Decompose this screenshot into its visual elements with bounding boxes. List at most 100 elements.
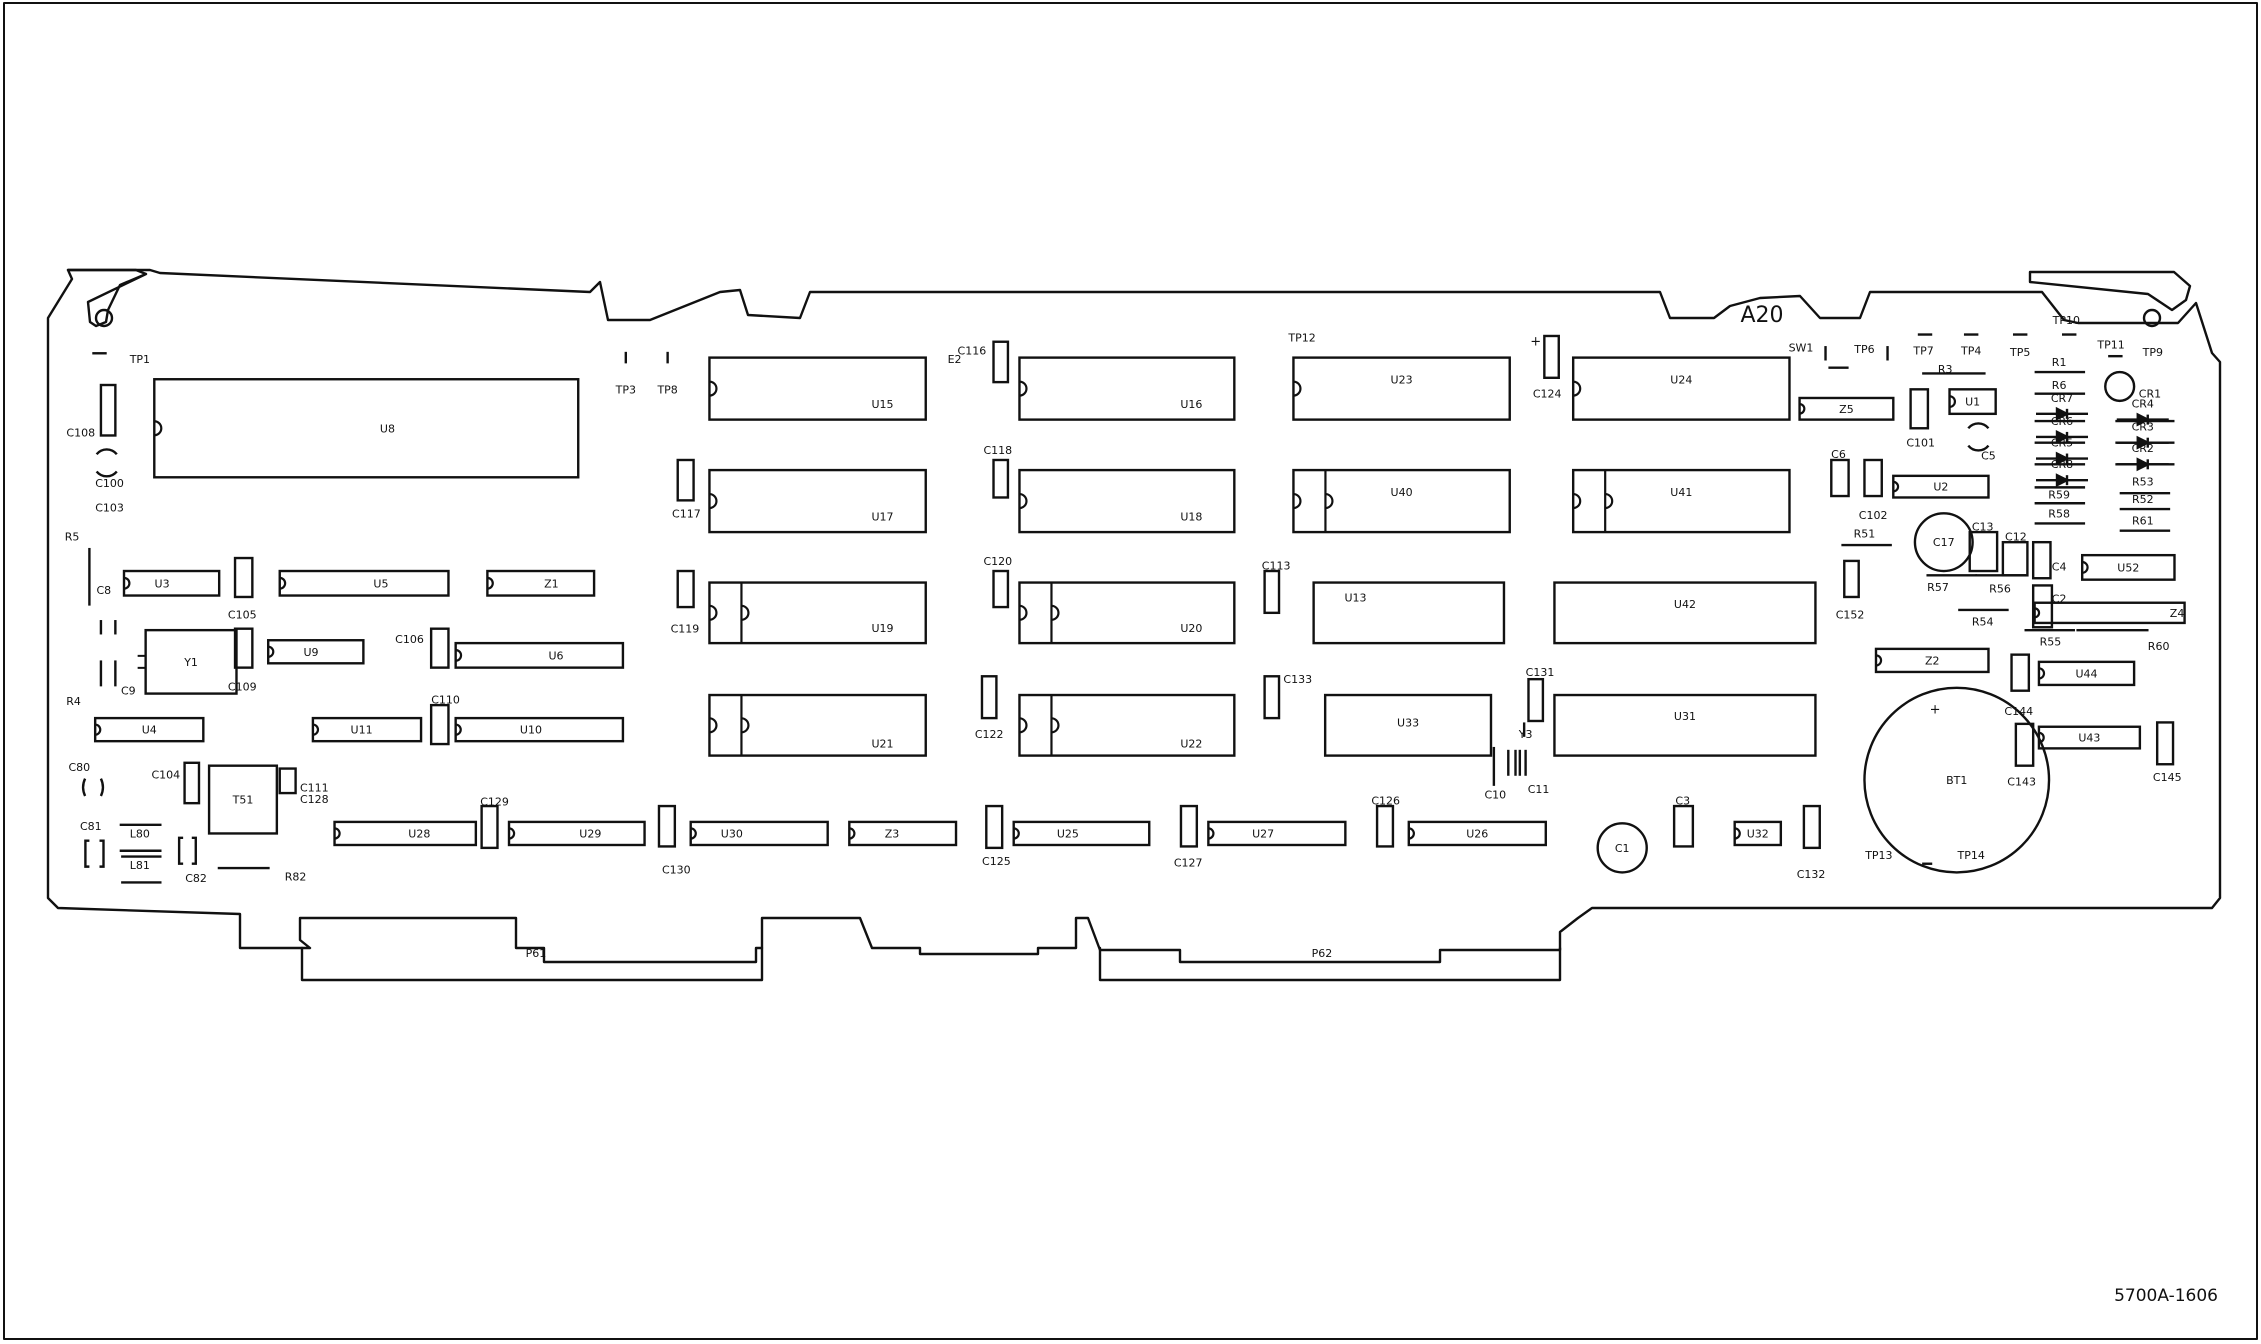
capacitor-c126 [1375, 804, 1395, 848]
z1-pin1-notch [487, 576, 494, 590]
c1-label: C1 [1615, 842, 1630, 855]
cap-arc-top-1 [95, 448, 118, 456]
capacitor-c129-label: C129 [480, 796, 509, 809]
diode-cr6-label: CR6 [2051, 415, 2073, 428]
capacitor-c108-label: C108 [66, 427, 95, 440]
label-y3: Y3 [1518, 728, 1533, 741]
left-mount-hole [94, 308, 114, 328]
u2-pin1-notch [1893, 480, 1900, 493]
capacitor-c101 [1909, 388, 1930, 430]
capacitor-c13-label: C13 [1972, 520, 1994, 533]
u20-pin1-notch [1019, 604, 1028, 621]
label-r58: R58 [2048, 507, 2070, 520]
label-c103: C103 [95, 502, 124, 515]
cr7-anode [2055, 406, 2070, 421]
label-r6: R6 [2052, 379, 2067, 392]
u10-label: U10 [520, 724, 542, 737]
polarity-mark-1: + [1930, 702, 1941, 717]
label-r54: R54 [1972, 615, 1994, 628]
u44-label: U44 [2075, 667, 2097, 680]
c17-body [1913, 512, 1974, 573]
u41-inner-notch [1605, 492, 1614, 510]
label-c8: C8 [96, 584, 111, 597]
capacitor-c127 [1179, 804, 1199, 848]
u17-body [708, 468, 927, 534]
u26-body [1407, 820, 1547, 847]
capacitor-c109 [233, 627, 254, 669]
label-tp12: TP12 [1287, 331, 1315, 344]
u26-label: U26 [1466, 827, 1488, 840]
u19-body [708, 581, 927, 645]
u23-label: U23 [1391, 373, 1413, 386]
u15-label: U15 [871, 398, 893, 411]
z3-label: Z3 [885, 827, 900, 840]
capacitor-c133-label: C133 [1283, 673, 1312, 686]
component-t51: T51 [207, 764, 279, 835]
bt1-label: BT1 [1946, 774, 1967, 787]
u30-body [689, 820, 829, 847]
u22-pin1-notch [1019, 717, 1028, 734]
z1-body [486, 569, 596, 597]
component-u2: U2 [1892, 474, 1990, 499]
component-u9: U9 [267, 639, 365, 665]
component-u22: U22 [1018, 693, 1236, 757]
label-c10: C10 [1484, 789, 1506, 802]
capacitor-c113-label: C113 [1262, 559, 1291, 572]
component-u3: U3 [122, 569, 221, 597]
component-z4: Z4 [2033, 601, 2186, 625]
label-r59: R59 [2048, 489, 2070, 502]
u52-body [2080, 553, 2176, 581]
u42-body [1553, 581, 1817, 645]
u8-label: U8 [380, 422, 395, 435]
u28-label: U28 [408, 827, 430, 840]
diode-cr2-label: CR2 [2132, 442, 2154, 455]
u32-label: U32 [1747, 827, 1769, 840]
capacitor-c106 [429, 627, 450, 669]
diode-cr6 [2036, 429, 2089, 444]
capacitor-c110-label: C110 [431, 693, 460, 706]
label-tp5: TP5 [2009, 346, 2030, 359]
u52-label: U52 [2117, 561, 2139, 574]
capacitor-c110 [429, 703, 450, 746]
u25-label: U25 [1057, 827, 1079, 840]
label-tp6: TP6 [1853, 343, 1874, 356]
capacitor-c104 [183, 761, 201, 805]
cap-arc-bottom-1 [95, 470, 118, 478]
u2-label: U2 [1933, 481, 1948, 494]
capacitor-c2 [2031, 584, 2054, 629]
component-z5: Z5 [1798, 396, 1895, 421]
capacitor-c144-label: C144 [2004, 705, 2033, 718]
component-u26: U26 [1407, 820, 1547, 847]
z2-pin1-notch [1875, 654, 1883, 667]
component-u1: U1 [1948, 388, 1997, 416]
component-u28: U28 [333, 820, 478, 847]
diode-cr4-label: CR4 [2132, 398, 2154, 411]
component-c1: C1 [1596, 822, 1648, 874]
u29-label: U29 [579, 827, 601, 840]
component-u31: U31 [1553, 693, 1817, 757]
u28-body [333, 820, 478, 847]
u11-pin1-notch [312, 723, 320, 736]
capacitor-c124 [1543, 334, 1560, 379]
diode-cr5 [2036, 451, 2089, 466]
label-c9: C9 [121, 685, 136, 698]
capacitor-c118-label: C118 [983, 444, 1012, 457]
capacitor-c119-label: C119 [671, 623, 700, 636]
capacitor-c131-label: C131 [1526, 666, 1555, 679]
component-c17: C17 [1913, 512, 1974, 573]
component-u43: U43 [2037, 725, 2142, 750]
component-bt1: BT1 [1863, 686, 2051, 874]
label-tp11: TP11 [2096, 339, 2124, 352]
diode-cr3-label: CR3 [2132, 421, 2154, 434]
u21-inner-notch [741, 717, 750, 734]
u31-label: U31 [1674, 710, 1696, 723]
component-u6: U6 [454, 641, 625, 669]
u20-inner-notch [1051, 604, 1060, 621]
z3-pin1-notch [849, 827, 856, 840]
z4-body [2033, 601, 2186, 625]
component-z2: Z2 [1874, 647, 1990, 674]
u15-body [708, 356, 927, 421]
cr6-anode [2055, 429, 2070, 444]
capacitor-c133 [1263, 675, 1281, 720]
label-tp13: TP13 [1864, 849, 1892, 862]
